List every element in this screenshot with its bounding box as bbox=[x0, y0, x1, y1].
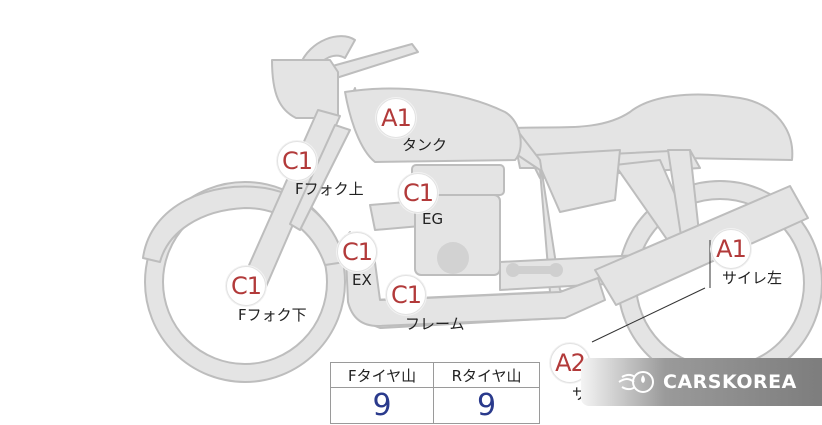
grade-text: C1 bbox=[390, 281, 422, 309]
grade-marker-exhaust: C1 bbox=[337, 232, 377, 272]
grade-text: C1 bbox=[402, 179, 434, 207]
front-tread-header: Fタイヤ山 bbox=[329, 362, 435, 388]
rear-seat bbox=[511, 93, 794, 169]
part-label-muffler-left: サイレ左 bbox=[722, 269, 783, 287]
grade-text: C1 bbox=[341, 238, 373, 266]
part-label-fork-upper: Fフォク上 bbox=[295, 180, 364, 198]
front-tread-value: 9 bbox=[329, 387, 435, 424]
grade-text: A2 bbox=[555, 349, 586, 377]
grade-text: C1 bbox=[230, 272, 262, 300]
grade-text: A1 bbox=[716, 235, 747, 263]
grade-marker-engine: C1 bbox=[398, 173, 438, 213]
brand-name: CARSKOREA bbox=[663, 371, 797, 393]
headlight bbox=[271, 59, 339, 119]
grade-marker-frame: C1 bbox=[386, 275, 426, 315]
table-row: 9 9 bbox=[329, 387, 540, 424]
side-cover bbox=[534, 149, 621, 213]
grade-marker-muffler-left: A1 bbox=[711, 229, 751, 269]
part-label-tank: タンク bbox=[402, 136, 448, 154]
part-label-frame: フレーム bbox=[405, 315, 465, 333]
grade-text: C1 bbox=[281, 147, 313, 175]
part-label-exhaust: EX bbox=[352, 271, 372, 289]
tire-tread-table: Fタイヤ山 Rタイヤ山 9 9 bbox=[329, 362, 540, 424]
rear-tread-value: 9 bbox=[433, 387, 540, 424]
grade-text: A1 bbox=[381, 104, 412, 132]
part-label-engine: EG bbox=[422, 210, 444, 228]
flame-circle-icon bbox=[618, 371, 654, 393]
grade-marker-fork-upper: C1 bbox=[277, 141, 317, 181]
grade-marker-tank: A1 bbox=[376, 98, 416, 138]
muffler bbox=[594, 185, 809, 306]
part-label-fork-lower: Fフォク下 bbox=[238, 306, 307, 324]
brand-watermark: CARSKOREA bbox=[581, 358, 822, 406]
grade-marker-fork-lower: C1 bbox=[226, 266, 266, 306]
table-header-row: Fタイヤ山 Rタイヤ山 bbox=[329, 362, 540, 388]
rear-tread-header: Rタイヤ山 bbox=[433, 362, 540, 388]
